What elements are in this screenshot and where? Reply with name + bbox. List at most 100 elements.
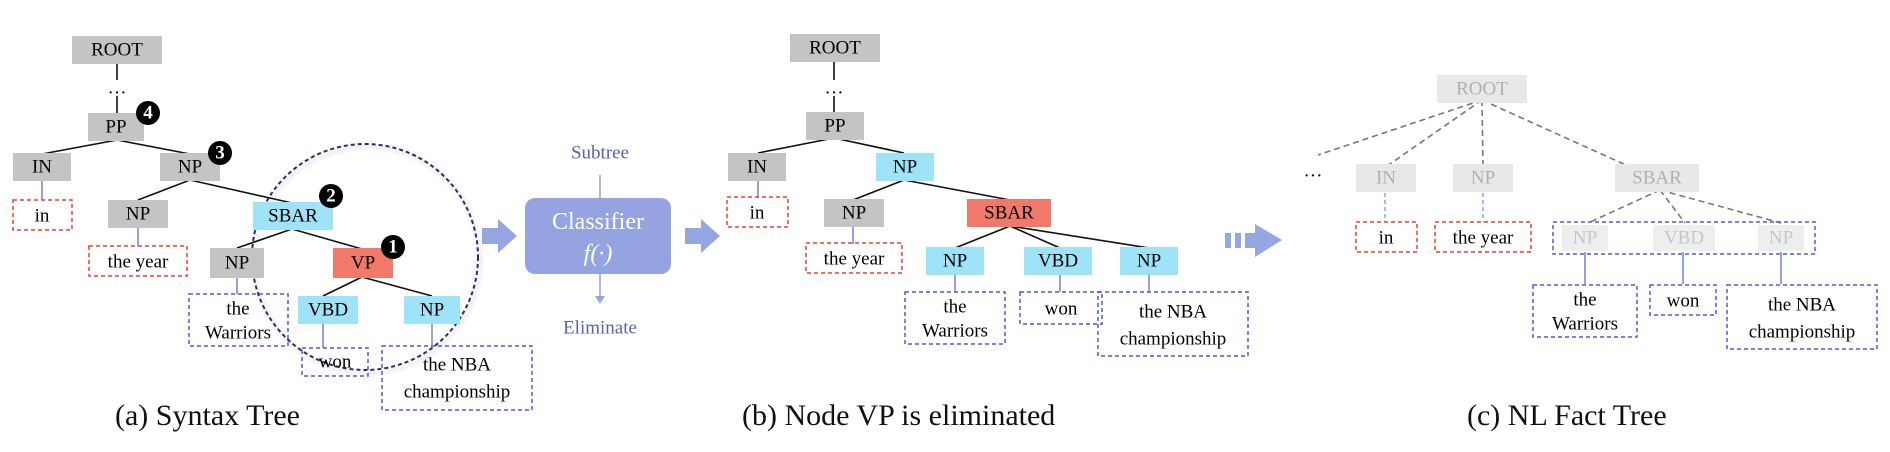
svg-text:Warriors: Warriors bbox=[922, 321, 988, 342]
svg-text:in: in bbox=[750, 203, 765, 224]
eliminate-label: Eliminate bbox=[563, 318, 637, 339]
svg-text:IN: IN bbox=[1376, 168, 1396, 189]
svg-text:VBD: VBD bbox=[1664, 228, 1704, 249]
svg-text:NP: NP bbox=[420, 300, 444, 321]
svg-text:4: 4 bbox=[143, 103, 153, 124]
caption-c: (c) NL Fact Tree bbox=[1467, 399, 1667, 432]
svg-text:VBD: VBD bbox=[308, 300, 348, 321]
svg-text:Warriors: Warriors bbox=[1552, 314, 1618, 335]
svg-text:championship: championship bbox=[404, 382, 511, 403]
node-np-top: NP bbox=[876, 153, 934, 181]
node-np-warriors: NP bbox=[926, 247, 984, 275]
panel-a-leaf-edges bbox=[41, 180, 433, 348]
svg-text:Warriors: Warriors bbox=[205, 323, 271, 344]
svg-text:championship: championship bbox=[1749, 322, 1856, 343]
node-root: ROOT bbox=[1437, 75, 1527, 103]
panel-c-leaf-edges bbox=[1384, 193, 1782, 284]
subtree-label: Subtree bbox=[571, 143, 629, 164]
leaf-in: in bbox=[12, 199, 73, 231]
leaf-the-year: the year bbox=[88, 245, 188, 277]
svg-text:ROOT: ROOT bbox=[809, 38, 861, 59]
svg-text:NP: NP bbox=[943, 251, 967, 272]
node-in: IN bbox=[13, 153, 71, 181]
panel-c-edges bbox=[1317, 99, 1782, 224]
badge-1: 1 bbox=[381, 235, 405, 259]
svg-text:NP: NP bbox=[225, 253, 249, 274]
leaf-in: in bbox=[1355, 221, 1418, 253]
svg-text:NP: NP bbox=[893, 157, 917, 178]
node-root: ROOT bbox=[790, 34, 880, 62]
badge-2: 2 bbox=[319, 184, 343, 208]
node-root: ROOT bbox=[72, 36, 162, 64]
svg-text:SBAR: SBAR bbox=[268, 206, 318, 227]
svg-text:ROOT: ROOT bbox=[91, 40, 143, 61]
svg-text:the year: the year bbox=[824, 249, 885, 270]
subtree-selection-circle bbox=[251, 143, 479, 371]
node-np-year: NP bbox=[824, 199, 884, 227]
ellipsis: … bbox=[1304, 161, 1323, 182]
node-vbd: VBD bbox=[1024, 247, 1092, 275]
svg-text:the NBA: the NBA bbox=[1139, 302, 1207, 323]
leaf-won: won bbox=[1019, 291, 1103, 325]
node-np: NP bbox=[1453, 164, 1513, 192]
leaf-the-warriors: the Warriors bbox=[188, 293, 289, 347]
panel-b-leaf-edges bbox=[757, 180, 1150, 292]
ellipsis: … bbox=[825, 78, 844, 99]
node-np-warriors: NP bbox=[1562, 225, 1608, 251]
svg-text:PP: PP bbox=[105, 117, 126, 138]
svg-text:SBAR: SBAR bbox=[1632, 168, 1682, 189]
node-np-nba: NP bbox=[1758, 225, 1804, 251]
svg-text:NP: NP bbox=[178, 157, 202, 178]
svg-text:VBD: VBD bbox=[1038, 251, 1078, 272]
node-pp: PP bbox=[88, 113, 144, 141]
node-sbar: SBAR bbox=[253, 202, 333, 230]
classifier-title: Classifier bbox=[552, 209, 644, 235]
badge-4: 4 bbox=[136, 101, 160, 125]
classifier-block: Subtree Classifier f(·) Eliminate bbox=[525, 143, 671, 339]
leaf-won: won bbox=[1649, 284, 1717, 316]
svg-text:NP: NP bbox=[1769, 228, 1793, 249]
leaf-the-nba-championship: the NBA championship bbox=[1097, 291, 1249, 357]
svg-text:IN: IN bbox=[747, 157, 767, 178]
arrow-classifier-to-b bbox=[685, 219, 720, 253]
svg-text:VP: VP bbox=[351, 253, 375, 274]
arrow-b-to-c bbox=[1225, 224, 1282, 257]
svg-text:NP: NP bbox=[1137, 251, 1161, 272]
svg-text:the year: the year bbox=[1453, 228, 1514, 249]
leaf-the-nba-championship: the NBA championship bbox=[1726, 284, 1878, 350]
svg-text:3: 3 bbox=[215, 143, 225, 164]
leaf-in: in bbox=[726, 196, 789, 228]
leaf-won: won bbox=[301, 347, 369, 377]
svg-text:NP: NP bbox=[1573, 228, 1597, 249]
caption-b: (b) Node VP is eliminated bbox=[742, 399, 1055, 432]
leaf-the-year: the year bbox=[805, 242, 903, 274]
svg-text:IN: IN bbox=[32, 157, 52, 178]
node-pp: PP bbox=[806, 112, 864, 140]
svg-text:won: won bbox=[1045, 299, 1078, 320]
leaf-the-warriors: the Warriors bbox=[1532, 284, 1638, 338]
ellipsis: … bbox=[108, 78, 127, 99]
svg-text:won: won bbox=[319, 352, 352, 373]
node-np-nba: NP bbox=[1120, 247, 1178, 275]
svg-text:in: in bbox=[1379, 228, 1394, 249]
svg-text:won: won bbox=[1667, 291, 1700, 312]
svg-text:2: 2 bbox=[326, 186, 336, 207]
svg-text:the NBA: the NBA bbox=[1768, 295, 1836, 316]
panel-b-edges bbox=[757, 62, 1150, 249]
node-sbar: SBAR bbox=[967, 199, 1051, 227]
leaf-the-warriors: the Warriors bbox=[904, 291, 1006, 345]
node-vbd: VBD bbox=[298, 296, 358, 324]
svg-text:ROOT: ROOT bbox=[1456, 79, 1508, 100]
svg-text:PP: PP bbox=[824, 116, 845, 137]
svg-text:SBAR: SBAR bbox=[984, 203, 1034, 224]
svg-text:the NBA: the NBA bbox=[423, 355, 491, 376]
svg-text:the: the bbox=[1573, 290, 1596, 311]
node-vp: VP bbox=[333, 248, 393, 278]
leaf-the-nba-championship: the NBA championship bbox=[381, 345, 533, 411]
caption-a: (a) Syntax Tree bbox=[115, 399, 300, 432]
panel-a-syntax-tree: ROOT … PP IN NP NP SBAR NP VP bbox=[12, 36, 533, 432]
panel-a-edges bbox=[41, 62, 433, 297]
node-sbar: SBAR bbox=[1615, 164, 1699, 192]
svg-text:NP: NP bbox=[842, 203, 866, 224]
